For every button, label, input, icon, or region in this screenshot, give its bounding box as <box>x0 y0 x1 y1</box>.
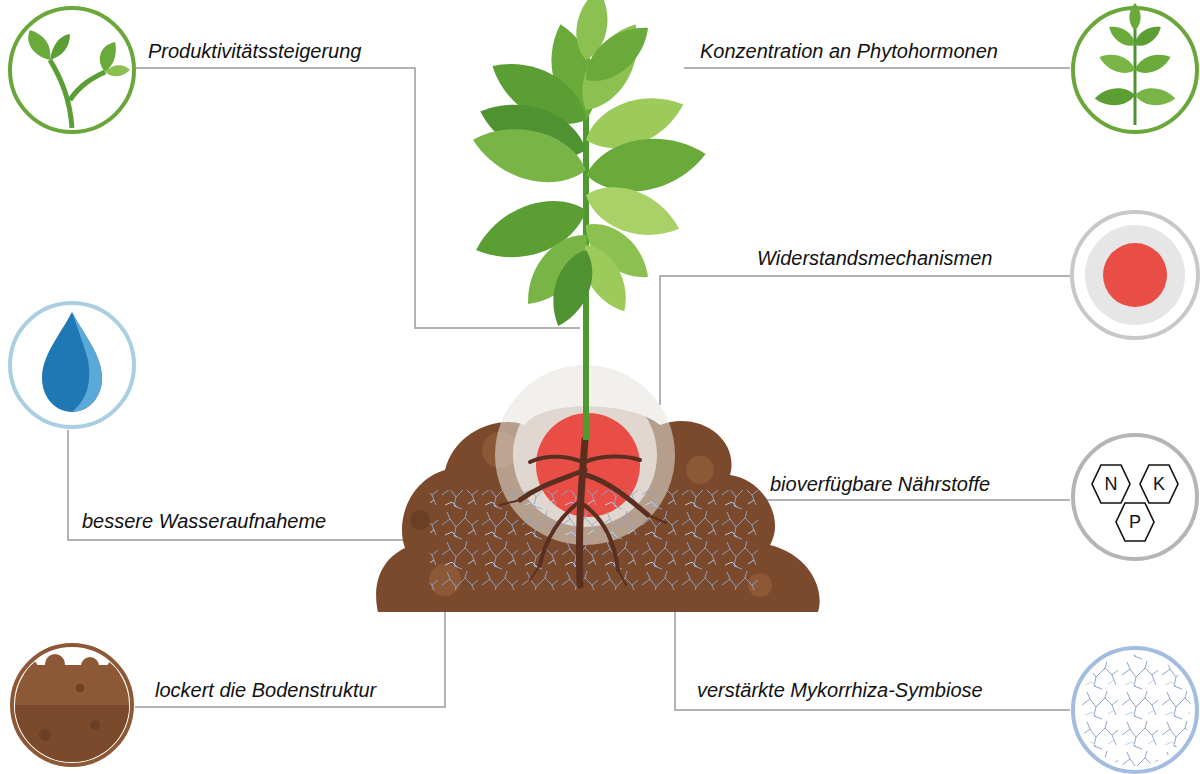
benefit-label: lockert die Bodenstruktur <box>155 679 376 701</box>
leaves-icon <box>1073 3 1197 132</box>
soil-icon <box>10 645 140 765</box>
benefit-label: bessere Wasseraufnaheme <box>82 510 326 532</box>
leaves <box>467 0 710 332</box>
nutrient-hexagon: K <box>1139 463 1179 505</box>
nutrient-hexagon: P <box>1115 501 1155 543</box>
resistance-icon <box>1072 212 1198 338</box>
soil-mound <box>376 406 820 612</box>
benefit-label: bioverfügbare Nährstoffe <box>770 473 990 495</box>
nutrient-icon <box>1073 435 1197 559</box>
sprout-icon <box>10 8 134 132</box>
benefit-label: Konzentration an Phytohormonen <box>700 40 998 62</box>
nutrient-hexagon: N <box>1091 463 1131 505</box>
roots <box>500 440 666 585</box>
nutrient-symbol: P <box>1115 501 1155 543</box>
nutrient-symbol: K <box>1139 463 1179 505</box>
mycorrhiza-network <box>430 490 760 590</box>
benefit-label: Produktivitätssteigerung <box>148 40 361 62</box>
benefit-label: verstärkte Mykorrhiza-Symbiose <box>697 679 983 701</box>
benefit-label: Widerstandsmechanismen <box>757 247 992 269</box>
water-icon <box>10 303 134 427</box>
mycorrhiza-icon <box>1073 648 1197 772</box>
leader-lines <box>68 68 1070 710</box>
nutrient-symbol: N <box>1091 463 1131 505</box>
